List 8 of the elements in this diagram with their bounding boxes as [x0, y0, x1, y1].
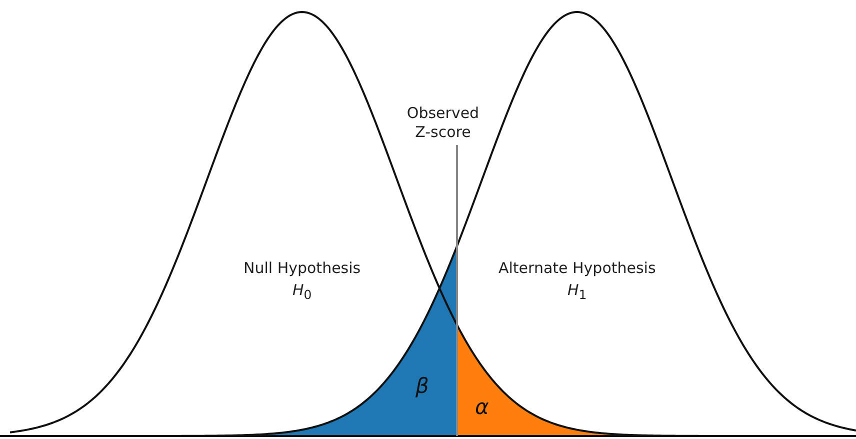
area-symbol: β	[416, 377, 429, 396]
hypothesis-symbol: H$_{0}$	[292, 281, 312, 304]
observed-value-label: Observed Z-score	[403, 104, 483, 142]
area-symbol: α	[475, 398, 489, 417]
distribution-label: Alternate Hypothesis	[498, 259, 656, 278]
leader-line	[456, 145, 458, 436]
distribution-label: Null Hypothesis	[244, 259, 361, 278]
hypothesis-symbol: H$_{1}$	[568, 281, 587, 304]
